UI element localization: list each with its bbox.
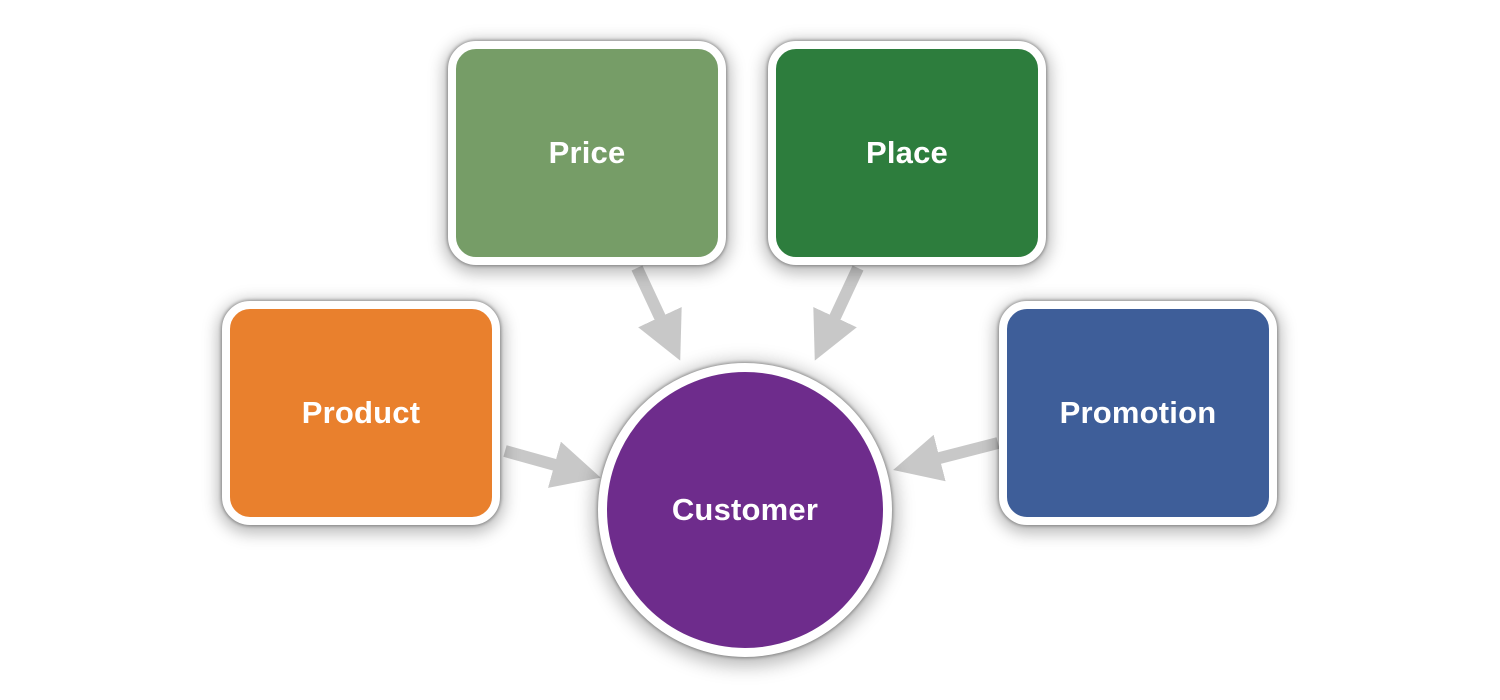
node-place-label: Place: [865, 135, 948, 170]
node-customer-label: Customer: [671, 492, 819, 527]
arrow-price-to-customer: [631, 265, 682, 361]
node-price-label: Price: [548, 135, 626, 170]
arrow-promotion-to-customer: [893, 434, 1000, 482]
node-product-label: Product: [301, 395, 421, 430]
node-price: Price: [448, 41, 726, 265]
node-customer: Customer: [598, 363, 892, 657]
arrow-product-to-customer: [503, 441, 601, 488]
arrow-place-to-customer: [813, 265, 864, 361]
node-promotion: Promotion: [999, 301, 1277, 525]
node-product: Product: [222, 301, 500, 525]
node-promotion-label: Promotion: [1059, 395, 1217, 430]
node-place: Place: [768, 41, 1046, 265]
